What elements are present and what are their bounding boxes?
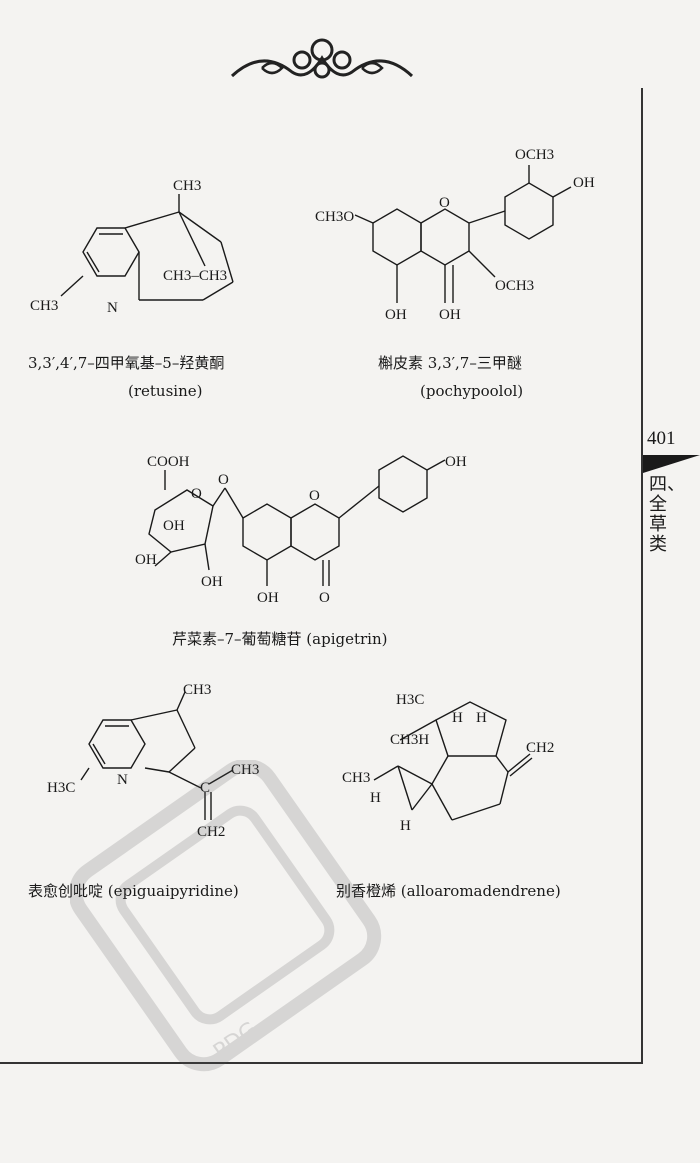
label-o: O (309, 488, 320, 504)
label-och3: OCH3 (495, 278, 534, 294)
compound-name-cn: 槲皮素 3,3′,7–三甲醚 (378, 354, 522, 372)
label-ch3h: CH3H (390, 732, 429, 748)
section-tab-wedge-icon (643, 455, 700, 473)
label-oh: OH (257, 590, 279, 606)
label-o: O (191, 486, 202, 502)
label-h: H (452, 710, 463, 726)
label-h: H (370, 790, 381, 806)
structure-retusine: CH3 CH3 N CH3–CH3 (30, 178, 234, 316)
label-ch3: CH3 (183, 682, 211, 698)
compound-name: 别香橙烯 (alloaromadendrene) (336, 882, 561, 900)
vertical-rule (641, 88, 643, 1063)
label-ch3: CH3 (173, 178, 201, 194)
label-h: H (476, 710, 487, 726)
page-number: 401 (647, 428, 676, 449)
label-ch3: CH3 (342, 770, 370, 786)
label-ch3: CH3 (231, 762, 259, 778)
compound-name-en: (pochypoolol) (420, 382, 524, 400)
compound-name: 表愈创吡啶 (epiguaipyridine) (28, 882, 239, 900)
label-bridge: CH3–CH3 (163, 268, 227, 284)
label-h: H (400, 818, 411, 834)
label-ch3o: CH3O (315, 209, 354, 225)
label-h3c: H3C (47, 780, 75, 796)
label-o: O (439, 195, 450, 211)
compound-name-en: (retusine) (128, 382, 203, 400)
decorative-ornament-icon (230, 38, 414, 79)
label-cooh: COOH (147, 454, 190, 470)
label-ch2: CH2 (197, 824, 225, 840)
label-o: O (218, 472, 229, 488)
label-och3: OCH3 (515, 147, 554, 163)
label-n: N (107, 300, 118, 316)
label-oh: OH (385, 307, 407, 323)
section-label: 四、全草类 (649, 474, 685, 555)
label-oh: OH (439, 307, 461, 323)
compound-name-cn: 3,3′,4′,7–四甲氧基–5–羟黄酮 (28, 354, 225, 372)
label-oh: OH (445, 454, 467, 470)
label-oh: OH (573, 175, 595, 191)
label-h3c: H3C (396, 692, 424, 708)
structure-epiguaipyridine: CH3 H3C N C CH3 CH2 (47, 682, 259, 840)
label-c: C (200, 780, 210, 796)
label-ch2: CH2 (526, 740, 554, 756)
label-ch3: CH3 (30, 298, 58, 314)
bottom-rule (0, 1062, 643, 1064)
structure-pochypoolol: OCH3 OH CH3O O OCH3 OH OH (315, 147, 595, 323)
label-oh: OH (135, 552, 157, 568)
label-n: N (117, 772, 128, 788)
structure-alloaromadendrene: H3C H H CH3H CH2 CH3 H H (342, 692, 554, 834)
label-oh: OH (163, 518, 185, 534)
watermark-seal-icon: PDG (70, 760, 382, 1072)
label-o: O (319, 590, 330, 606)
label-oh: OH (201, 574, 223, 590)
structure-apigetrin: COOH O O O OH OH OH OH OH O (135, 454, 467, 606)
compound-name: 芹菜素–7–葡萄糖苷 (apigetrin) (172, 630, 388, 648)
